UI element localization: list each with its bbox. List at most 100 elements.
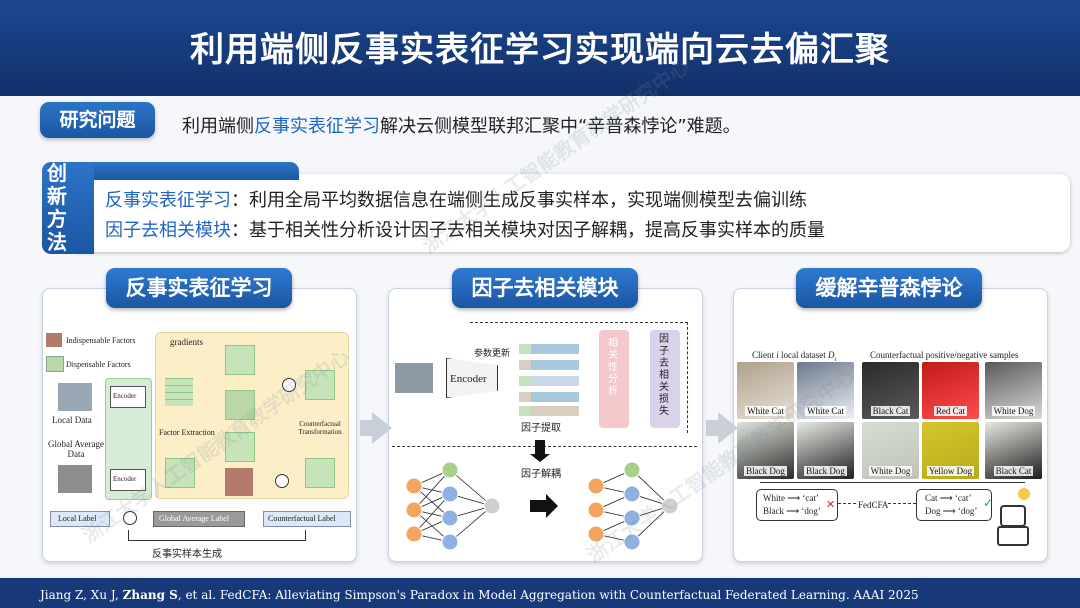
citation-post: , et al. FedCFA: Alleviating Simpson's P… (177, 588, 919, 602)
flow-arrow-body-2 (706, 420, 720, 436)
page-title: 利用端侧反事实表征学习实现端向云去偏汇聚 (190, 30, 890, 70)
cross-icon: ✕ (826, 499, 836, 511)
gradients-label: gradients (170, 337, 203, 347)
client-suffix: local dataset (778, 350, 828, 360)
question-suffix: 解决云侧模型联邦汇聚中“辛普森悖论”难题。 (380, 116, 741, 137)
param-update-label: 参数更新 (474, 349, 511, 359)
cf-label: Counterfactual Label (268, 514, 336, 523)
plus-node-3 (123, 511, 137, 525)
fedcfa-label: FedCFA (858, 500, 889, 510)
sample-label-8: White Dog (868, 466, 913, 476)
client-i: i (776, 350, 779, 360)
cf-label-box: Counterfactual Label (263, 511, 351, 527)
client-sub: i (834, 356, 837, 363)
check-icon: ✓ (983, 496, 994, 510)
map-right-row-2: Dog ⟶ ‘dog’ (925, 506, 978, 516)
corr-analysis-label: 相关性分析 (608, 338, 618, 397)
sample-label-7: Black Dog (804, 466, 847, 476)
feature-grid-7 (305, 370, 335, 400)
map-left-2b: ‘dog’ (801, 506, 821, 516)
encoder-bottom: Encoder (110, 469, 146, 491)
map-left-row-1: White ⟶ ‘cat’ (763, 493, 819, 503)
feature-grid-4 (165, 458, 195, 488)
factor-bar-1 (519, 344, 579, 354)
sample-cell-4: Red Cat (922, 362, 979, 419)
factor-extraction-label: Factor Extraction (159, 428, 215, 437)
feature-grid-1 (165, 378, 193, 406)
sample-label-3: Black Cat (870, 406, 911, 416)
feature-grid-3 (225, 390, 255, 420)
flow-arrow-1 (372, 412, 392, 444)
sample-cell-7: Black Dog (797, 422, 854, 479)
map-left-box: White ⟶ ‘cat’ Black ⟶ ‘dog’ (756, 489, 838, 521)
map-right-1a: Cat (925, 493, 938, 503)
header-bar (0, 0, 1080, 96)
robot-icon (1000, 505, 1026, 527)
local-label: Local Label (58, 514, 97, 523)
factor-bar-5 (519, 406, 579, 416)
legend-swatch-dispensable (46, 356, 64, 372)
sample-label-2: White Cat (805, 406, 846, 416)
mapping-brace (760, 482, 1025, 483)
local-data-image (58, 383, 92, 411)
sample-cell-8: White Dog (862, 422, 919, 479)
panel2-title: 因子去相关模块 (452, 268, 638, 308)
encoder-bottom-label: Encoder (113, 475, 137, 483)
question-highlight: 反事实表征学习 (254, 116, 380, 137)
cf-transformation-label: Counterfactual Transformation (298, 420, 342, 436)
map-right-2a: Dog (925, 506, 941, 516)
plus-node-1 (282, 378, 296, 392)
down-arrow-head (530, 454, 550, 462)
legend-dispensable: Dispensable Factors (66, 360, 131, 369)
map-right-2b: ‘dog’ (957, 506, 978, 516)
down-arrow-shaft (535, 440, 545, 458)
sample-cell-1: White Cat (737, 362, 794, 419)
factor-extract-label: 因子提取 (521, 423, 561, 434)
decorr-box (650, 330, 680, 428)
feedback-dashed (470, 322, 688, 433)
question-prefix: 利用端侧 (182, 116, 254, 137)
footer-bar (0, 578, 1080, 608)
map-left-row-2: Black ⟶ ‘dog’ (763, 506, 821, 516)
encoder-top-label: Encoder (113, 392, 137, 400)
innovation-label-box (42, 162, 94, 254)
global-avg-image (58, 465, 92, 493)
global-avg-data-label: Global Average Data (47, 439, 105, 459)
factor-bar-4 (519, 392, 579, 402)
encoder-top: Encoder (110, 386, 146, 408)
local-data-label: Local Data (52, 415, 92, 425)
client-dataset-label: Client i local dataset Di (752, 350, 836, 363)
sample-cell-2: White Cat (797, 362, 854, 419)
encoder-trapezoid (446, 358, 498, 398)
corr-analysis-box (599, 330, 629, 428)
sample-cell-9: Yellow Dog (922, 422, 979, 479)
cf-samples-label: Counterfactual positive/negative samples (870, 350, 1019, 360)
sample-cell-5: White Dog (985, 362, 1042, 419)
truck-image (395, 363, 433, 393)
research-question-text: 利用端侧反事实表征学习解决云侧模型联邦汇聚中“辛普森悖论”难题。 (182, 112, 741, 138)
innovation-text-2: ：基于相关性分析设计因子去相关模块对因子解耦，提高反事实样本的质量 (231, 220, 825, 241)
innovation-line-2: 因子去相关模块：基于相关性分析设计因子去相关模块对因子解耦，提高反事实样本的质量 (105, 216, 825, 242)
map-right-box: Cat ⟶ ‘cat’ Dog ⟶ ‘dog’ (916, 489, 992, 521)
citation-pre: Jiang Z, Xu J, (40, 588, 123, 602)
sample-label-4: Red Cat (933, 406, 968, 416)
innovation-label: 创新方法 (47, 161, 67, 254)
factor-bar-2 (519, 360, 579, 370)
sample-label-5: White Dog (991, 406, 1036, 416)
plus-node-2 (275, 474, 289, 488)
feature-grid-5 (225, 432, 255, 462)
lightbulb-icon (1018, 488, 1030, 500)
flow-arrow-body-1 (360, 420, 374, 436)
map-left-2a: Black (763, 506, 784, 516)
global-label-box: Global Average Label (153, 511, 245, 527)
map-right-row-1: Cat ⟶ ‘cat’ (925, 493, 972, 503)
citation: Jiang Z, Xu J, Zhang S, et al. FedCFA: A… (40, 588, 919, 602)
innovation-line-1: 反事实表征学习：利用全局平均数据信息在端侧生成反事实样本，实现端侧模型去偏训练 (105, 186, 807, 212)
flow-arrow-2 (718, 412, 738, 444)
sample-label-6: Black Dog (744, 466, 787, 476)
legend-indispensable: Indispensable Factors (66, 336, 136, 345)
cf-flow-line (128, 530, 306, 541)
innovation-key-1: 反事实表征学习 (105, 190, 231, 211)
feature-grid-8 (305, 458, 335, 488)
robot-body-icon (997, 526, 1029, 546)
